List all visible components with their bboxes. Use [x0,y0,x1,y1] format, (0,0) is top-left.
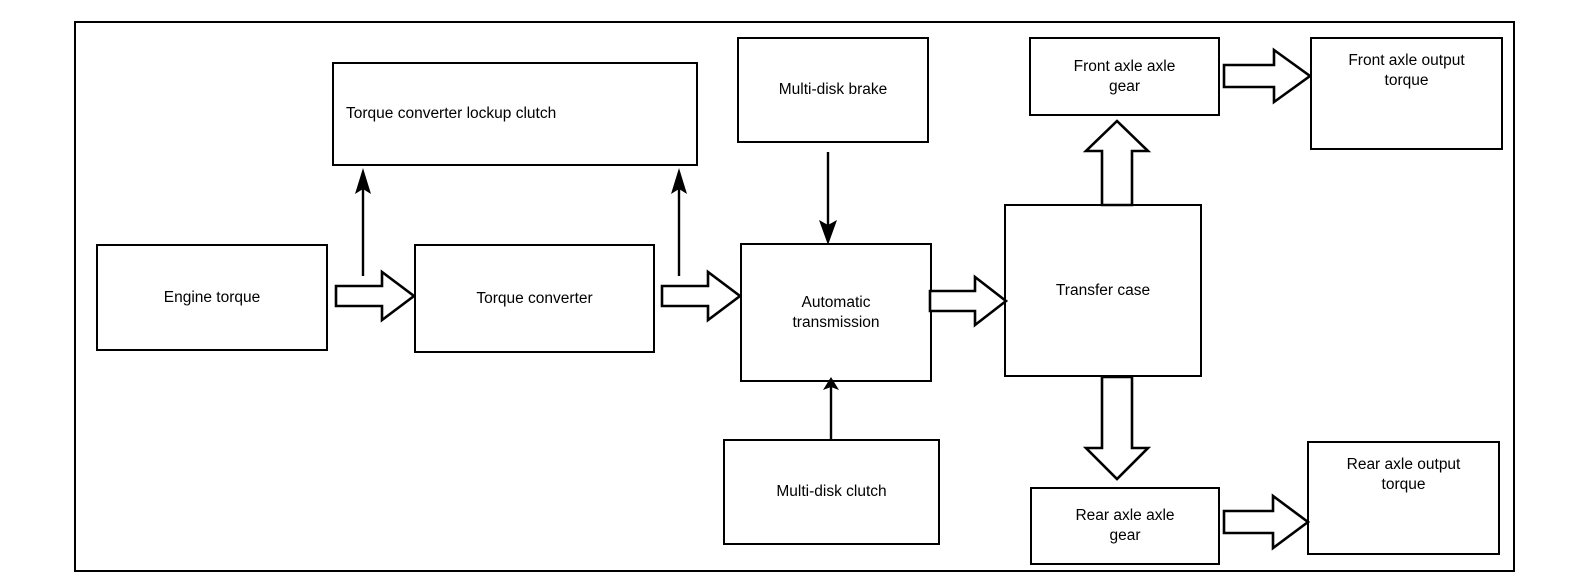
connector-converter-to-lockup-clutch-right-arrow-icon [671,168,687,276]
node-label: Rear axle output torque [1346,456,1461,494]
connector-transfer-case-to-front-axle-gear-arrow-icon [1082,119,1152,207]
node-label: Torque converter lockup clutch [346,104,557,122]
node-front-axle-axle-gear: Front axle axle gear [1029,37,1220,116]
diagram-outer-frame [74,21,1515,572]
node-label: Rear axle axle gear [1075,506,1175,544]
node-label: Multi-disk brake [778,80,888,98]
connector-converter-to-transmission-arrow-icon [660,269,743,323]
node-label: Multi-disk clutch [776,482,887,500]
connector-converter-to-lockup-clutch-left-arrow-icon [355,168,371,276]
connector-transfer-case-to-rear-axle-gear-arrow-icon [1082,375,1152,481]
node-engine-torque: Engine torque [96,244,328,351]
connector-front-axle-gear-to-output-arrow-icon [1222,47,1313,105]
node-torque-converter: Torque converter [414,244,655,353]
node-multi-disk-clutch: Multi-disk clutch [723,439,940,545]
node-torque-converter-lockup-clutch: Torque converter lockup clutch [332,62,698,166]
connector-rear-axle-gear-to-output-arrow-icon [1222,493,1311,551]
node-multi-disk-brake: Multi-disk brake [737,37,929,143]
node-label: Front axle output torque [1348,52,1465,90]
connector-clutch-to-transmission-arrow-icon [823,377,839,441]
node-label: Torque converter [476,289,593,307]
node-transfer-case: Transfer case [1004,204,1202,377]
connector-transmission-to-transfer-case-arrow-icon [928,274,1009,328]
node-label: Transfer case [1055,281,1151,299]
node-automatic-transmission: Automatic transmission [740,243,932,382]
node-front-axle-output-torque: Front axle output torque [1310,37,1503,150]
connector-engine-to-converter-arrow-icon [334,269,417,323]
node-label: Automatic transmission [792,293,880,331]
connector-brake-to-transmission-arrow-icon [819,152,837,245]
node-label: Engine torque [163,288,261,306]
node-label: Front axle axle gear [1073,57,1176,95]
node-rear-axle-output-torque: Rear axle output torque [1307,441,1500,555]
node-rear-axle-axle-gear: Rear axle axle gear [1030,487,1220,565]
